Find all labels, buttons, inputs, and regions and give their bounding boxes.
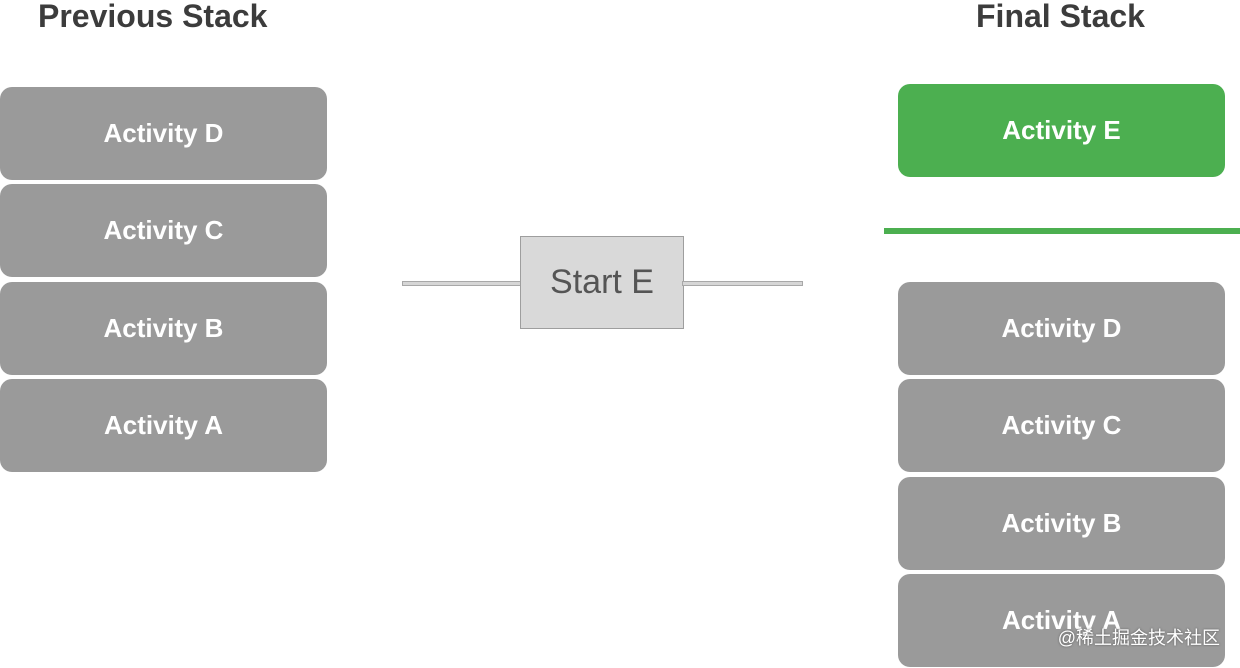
previous-stack-heading: Previous Stack (38, 0, 268, 34)
previous-activity-b: Activity B (0, 282, 327, 375)
previous-activity-c: Activity C (0, 184, 327, 277)
new-activity-separator (884, 228, 1240, 234)
final-activity-b: Activity B (898, 477, 1225, 570)
final-activity-e: Activity E (898, 84, 1225, 177)
previous-activity-d: Activity D (0, 87, 327, 180)
final-stack-heading: Final Stack (976, 0, 1145, 34)
start-e-action-box: Start E (520, 236, 684, 329)
final-activity-c: Activity C (898, 379, 1225, 472)
final-activity-a: Activity A (898, 574, 1225, 667)
watermark: @稀土掘金技术社区 (1057, 628, 1220, 648)
connector-line-right (682, 281, 803, 286)
connector-line-left (402, 281, 522, 286)
previous-activity-a: Activity A (0, 379, 327, 472)
final-activity-d: Activity D (898, 282, 1225, 375)
